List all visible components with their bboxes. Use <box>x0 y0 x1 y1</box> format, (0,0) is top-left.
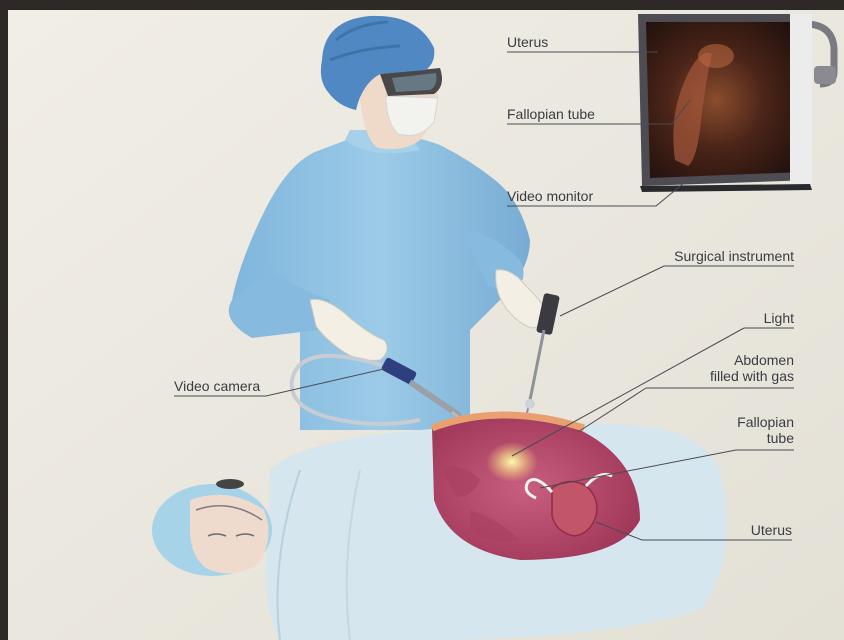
label-uterus-monitor: Uterus <box>507 34 548 50</box>
label-video-camera: Video camera <box>174 378 260 394</box>
label-abdomen-line2: filled with gas <box>640 368 794 384</box>
label-abdomen-line1: Abdomen <box>640 352 794 368</box>
label-uterus-patient: Uterus <box>700 522 792 538</box>
video-monitor <box>638 14 836 192</box>
light-glow <box>486 442 538 482</box>
label-light: Light <box>700 310 794 326</box>
screen-uterus <box>698 44 734 68</box>
label-fallopian-tube-monitor: Fallopian tube <box>507 106 595 122</box>
label-fallopian-tube-patient-line2: tube <box>680 430 794 446</box>
label-fallopian-tube-patient-line1: Fallopian <box>680 414 794 430</box>
label-surgical-instrument: Surgical instrument <box>600 248 794 264</box>
label-video-monitor: Video monitor <box>507 188 593 204</box>
